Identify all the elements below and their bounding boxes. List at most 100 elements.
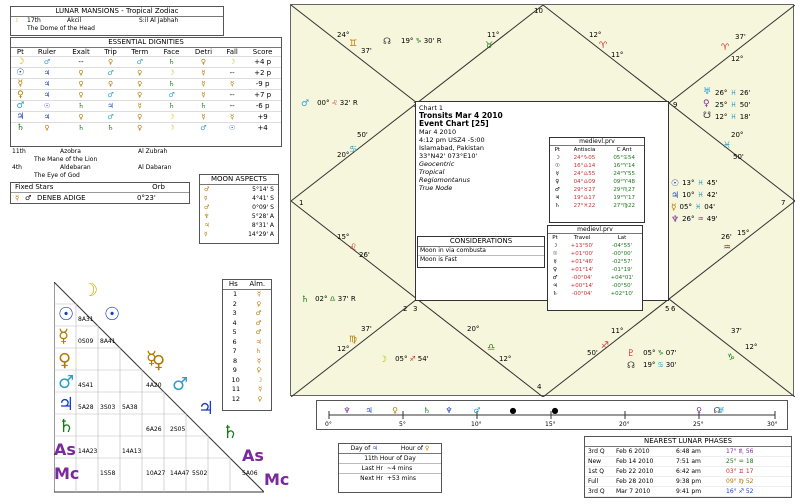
travel-table: Pt Travel Lat ☽+13°50'-04°55'☉+01°00'-00… bbox=[548, 234, 642, 298]
moon-aspect-row: ☿14°29' A bbox=[200, 230, 278, 239]
almuten-row: 10☽ bbox=[223, 376, 271, 386]
travel-row: ☿+01°46'-02°57' bbox=[548, 258, 642, 266]
chart-diamond bbox=[291, 5, 795, 397]
planet-deg: 05° bbox=[643, 349, 656, 357]
dignity-cell: ☉ bbox=[228, 124, 236, 132]
almuten-planet-icon: ☿ bbox=[258, 385, 263, 393]
cusp-deg: 12° bbox=[745, 343, 758, 351]
planet-mercury: ☿ 05° ♓ 04' bbox=[671, 203, 715, 213]
dignity-row: ☽♂--♀♂♄♀☽+4 p bbox=[11, 56, 281, 68]
almuten-planet-icon: ♀ bbox=[256, 366, 262, 374]
timeline-mark: ♂ bbox=[473, 406, 480, 415]
dignity-cell: ♃ bbox=[107, 102, 114, 110]
phase-time: 9:41 pm bbox=[676, 488, 702, 495]
chart-area: 10 11 12 1 2 3 4 5 6 7 8 9 24° ♊ 37' 11°… bbox=[290, 4, 795, 397]
travel-cell: -00°04' bbox=[571, 291, 593, 297]
antiscia-cell: ♀ bbox=[555, 179, 560, 185]
phase-ph: 3rd Q bbox=[588, 488, 605, 495]
dig-header: Pt bbox=[16, 48, 24, 56]
travel-cell: ♀ bbox=[553, 267, 558, 273]
capricorn-icon: ♑ bbox=[657, 349, 664, 357]
travel-row: ☉+01°00'-00°00' bbox=[548, 250, 642, 258]
planet-venus: 25° ♓ 50' bbox=[715, 101, 751, 109]
phase-pos: 03° ♊ 17 bbox=[726, 468, 754, 475]
planet-saturn: ♄ 02° ♎ 37' R bbox=[301, 295, 356, 305]
planet-neptune: ♆ 26° ♒ 49' bbox=[671, 215, 718, 225]
timeline-mark: ♀ bbox=[392, 406, 398, 415]
planetary-hours-panel: Day of ♃ Hour of ♀ 11th Hour of Day Last… bbox=[338, 443, 442, 493]
mansion-arabic: Al Zubrah bbox=[138, 148, 168, 155]
dignity-cell: -- bbox=[229, 69, 235, 77]
planet-min: 26' bbox=[739, 89, 751, 97]
dignity-cell: ♄ bbox=[77, 102, 85, 110]
star-name: DENEB ADIGE bbox=[37, 194, 86, 202]
dignity-planet-icon: ☿ bbox=[17, 79, 24, 89]
travel-cell: +01°00' bbox=[570, 251, 594, 257]
sign-aquarius-icon: ♒ bbox=[723, 243, 732, 253]
considerations-title: CONSIDERATIONS bbox=[418, 237, 544, 247]
dignity-cell: ♀ bbox=[200, 58, 207, 66]
sign-gemini-icon: ♊ bbox=[349, 39, 358, 49]
grid-mc-label: Mc bbox=[54, 464, 80, 483]
leo-icon: ♌ bbox=[331, 99, 338, 107]
planet-deg: 26° bbox=[715, 89, 728, 97]
almuten-row: 6♃ bbox=[223, 338, 271, 348]
antiscia-cell: ☿ bbox=[555, 171, 559, 177]
dignity-cell: ♃ bbox=[43, 91, 51, 99]
travel-cell: +01°46' bbox=[570, 259, 594, 265]
dig-header: Face bbox=[163, 48, 180, 56]
cusp-deg: 20° bbox=[337, 151, 350, 159]
day-planet-icon: ♃ bbox=[372, 445, 378, 452]
antiscia-cell: ☉ bbox=[554, 163, 560, 169]
pisces-icon: ♓ bbox=[730, 101, 737, 109]
chart-coords: 33°N42' 073°E10' bbox=[419, 152, 478, 160]
dignity-cell: ♂ bbox=[107, 113, 114, 121]
dignity-cell: ♄ bbox=[168, 58, 175, 66]
dignity-cell: ♀ bbox=[137, 124, 143, 132]
chart-place: Islamabad, Pakistan bbox=[419, 144, 484, 152]
grid-saturn-icon: ♄ bbox=[58, 416, 75, 437]
lunar-mansions-title: LUNAR MANSIONS - Tropical Zodiac bbox=[11, 7, 223, 17]
travel-cell: +02°10' bbox=[610, 291, 634, 297]
almuten-row: 5♂ bbox=[223, 328, 271, 338]
planet-deg: 02° bbox=[315, 295, 328, 303]
cusp-deg: 37' bbox=[731, 327, 742, 335]
planet-mars: ♂ 00° ♌ 32' R bbox=[301, 99, 358, 109]
antiscia-cell: ♄ bbox=[554, 203, 560, 209]
pluto-icon: ♇ bbox=[627, 349, 636, 359]
day-of-label: Day of bbox=[350, 445, 371, 452]
grid-cell: 6A26 bbox=[146, 426, 162, 433]
almuten-house: 2 bbox=[232, 299, 237, 308]
pisces-icon: ♓ bbox=[694, 203, 702, 211]
dignity-cell: +9 bbox=[257, 113, 268, 121]
almuten-header: Hs bbox=[228, 280, 238, 288]
antiscia-cell: 16°♈14 bbox=[613, 163, 635, 169]
cusp-deg: 50' bbox=[357, 131, 368, 139]
sign-taurus-icon: ♉ bbox=[485, 41, 494, 51]
dignity-cell: ☿ bbox=[201, 91, 206, 99]
hour-of-label: Hour of bbox=[400, 445, 423, 452]
grid-cell: 10A27 bbox=[146, 470, 166, 477]
cusp-deg: 15° bbox=[337, 233, 350, 241]
planet-uranus: 26° ♓ 26' bbox=[715, 89, 751, 97]
dignity-cell: +4 bbox=[257, 124, 268, 132]
timeline-tick: 0° bbox=[325, 421, 332, 428]
phase-pos: 16° ♐ 52 bbox=[726, 488, 754, 495]
fixed-stars-orb-label: Orb bbox=[152, 183, 165, 191]
travel-cell: -02°57' bbox=[611, 259, 633, 265]
grid-cell: 4S41 bbox=[78, 382, 94, 389]
dignities-table: Pt Ruler Exalt Trip Term Face Detri Fall… bbox=[11, 48, 281, 133]
timeline-svg: ♆♃♀♄♆♂●●♀☊♅ bbox=[328, 406, 776, 419]
dignity-cell: ♀ bbox=[78, 80, 84, 88]
south-node-icon: ☋ bbox=[703, 111, 711, 121]
planet-pluto: ♇ 05° ♑ 07' bbox=[627, 349, 677, 359]
antiscia-header: Antiscia bbox=[573, 147, 596, 153]
dignity-cell: ♄ bbox=[77, 124, 85, 132]
cancer-icon: ♋ bbox=[657, 361, 664, 369]
dignity-planet-icon: ♃ bbox=[16, 112, 25, 122]
dignity-cell: ♀ bbox=[78, 69, 84, 77]
dignity-planet-icon: ♂ bbox=[16, 101, 25, 111]
cusp-deg: 50' bbox=[587, 349, 598, 357]
dignity-cell: ♀ bbox=[137, 113, 143, 121]
